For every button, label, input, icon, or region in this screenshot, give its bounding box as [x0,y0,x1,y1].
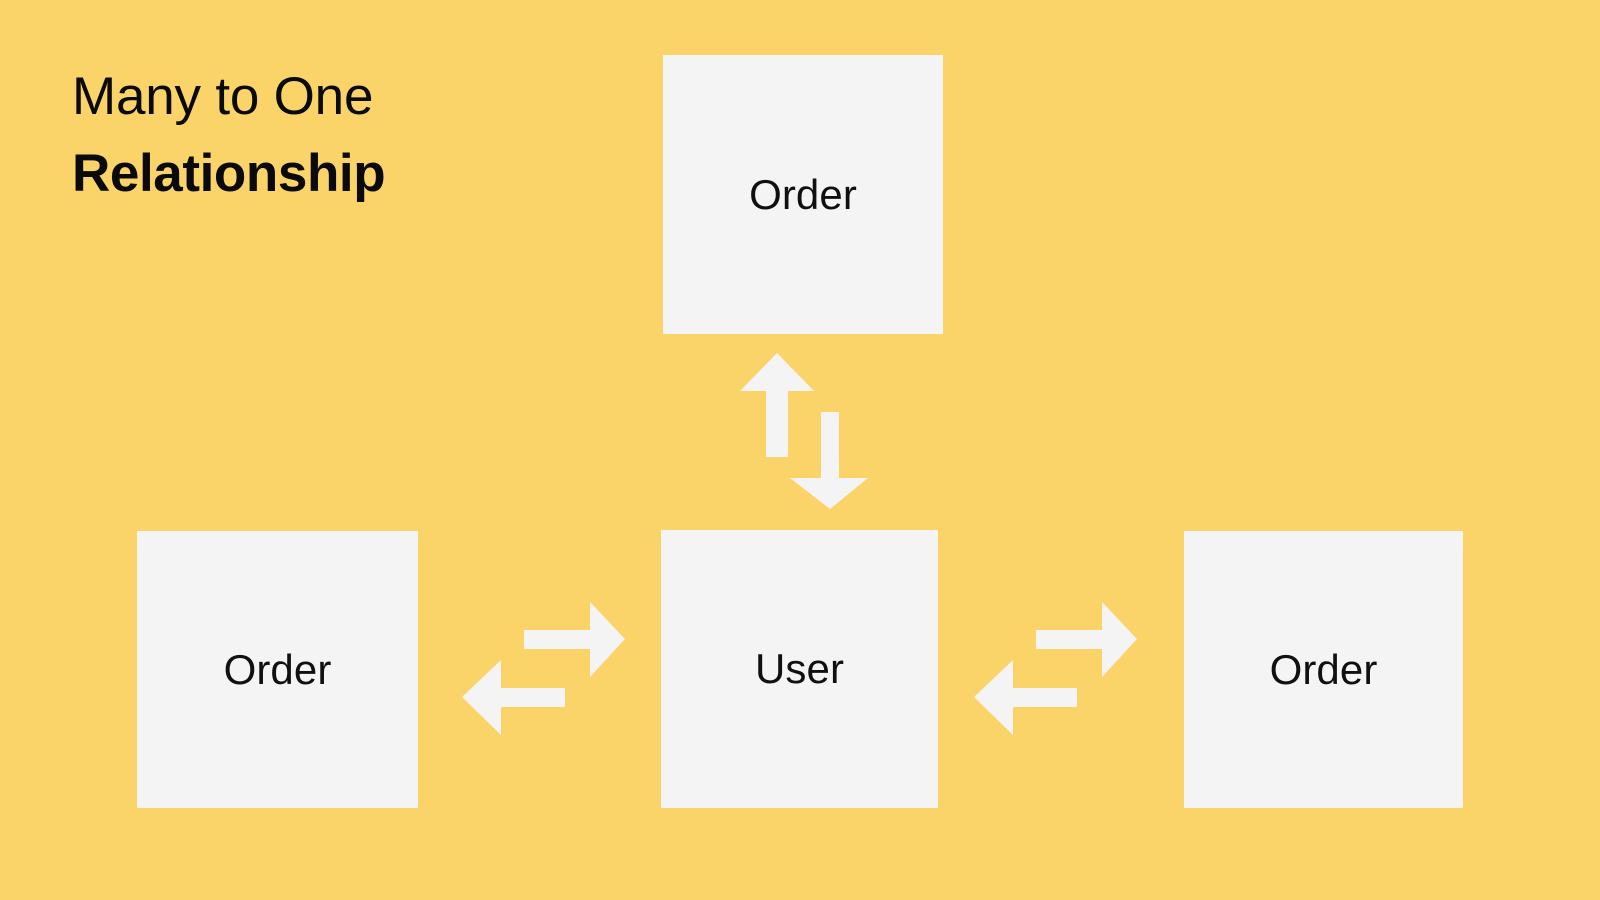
arrow-right-icon [1036,602,1137,677]
entity-node-user-center[interactable]: User [661,530,938,808]
title-line-primary: Many to One [72,67,374,126]
diagram-title: Many to One Relationship [72,58,386,213]
arrow-left-icon [462,660,565,735]
entity-label: Order [223,645,332,693]
entity-label: Order [1269,645,1378,693]
entity-node-order-left[interactable]: Order [137,531,418,808]
entity-node-order-top[interactable]: Order [663,55,943,334]
entity-node-order-right[interactable]: Order [1184,531,1463,808]
arrow-up-icon [740,353,814,457]
arrow-down-icon [790,412,868,509]
arrow-right-icon [524,602,625,677]
arrow-left-icon [974,660,1077,735]
entity-label: User [754,645,845,692]
title-line-secondary: Relationship [72,144,386,204]
entity-label: Order [749,170,857,218]
